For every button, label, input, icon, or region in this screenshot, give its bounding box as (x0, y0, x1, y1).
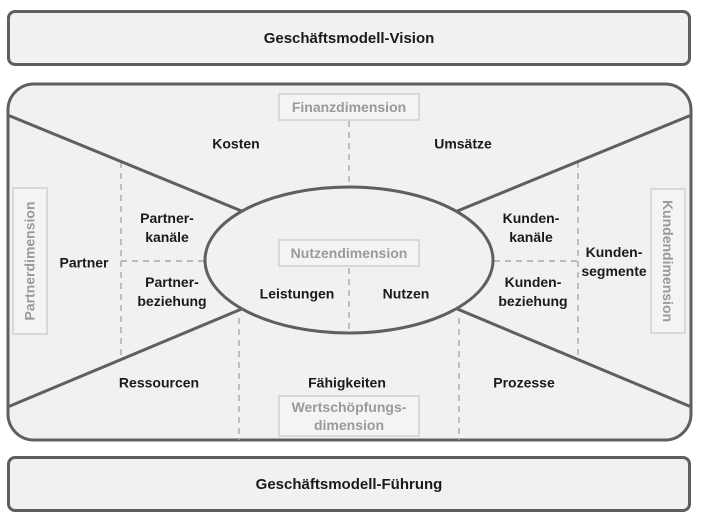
partner-dimension-label: Partnerdimension (12, 187, 48, 335)
field-umsaetze: Umsätze (434, 135, 492, 152)
field-ressourcen: Ressourcen (118, 374, 200, 391)
leadership-bar-label: Geschäftsmodell-Führung (255, 475, 443, 493)
customer-dimension-label: Kundendimension (650, 188, 686, 334)
field-prozesse: Prozesse (493, 374, 555, 391)
field-nutzen: Nutzen (382, 285, 430, 302)
field-kunden-segmente: Kunden- segmente (581, 244, 647, 279)
diagonal-bottom-left (8, 306, 246, 408)
field-faehigkeiten: Fähigkeiten (308, 374, 386, 391)
diagonal-top-left (8, 114, 246, 214)
field-partner-beziehung: Partner- beziehung (137, 274, 207, 309)
field-kosten: Kosten (212, 135, 260, 152)
field-kunden-beziehung: Kunden- beziehung (498, 274, 568, 309)
vision-bar-label: Geschäftsmodell-Vision (263, 29, 435, 47)
value-creation-dimension-label: Wertschöpfungs- dimension (278, 395, 420, 437)
finance-dimension-label: Finanzdimension (278, 93, 420, 121)
field-partner: Partner (59, 254, 109, 271)
leadership-bar: Geschäftsmodell-Führung (7, 456, 691, 512)
vision-bar: Geschäftsmodell-Vision (7, 10, 691, 66)
diagonal-connectors (8, 114, 691, 408)
customer-dimension-text: Kundendimension (660, 199, 676, 323)
field-partner-kanaele: Partner- kanäle (140, 210, 194, 245)
field-kunden-kanaele: Kunden- kanäle (502, 210, 560, 245)
diagonal-bottom-right (453, 306, 691, 408)
benefit-dimension-label: Nutzendimension (278, 239, 420, 267)
diagonal-top-right (453, 114, 691, 214)
field-leistungen: Leistungen (259, 285, 335, 302)
partner-dimension-text: Partnerdimension (22, 201, 38, 321)
